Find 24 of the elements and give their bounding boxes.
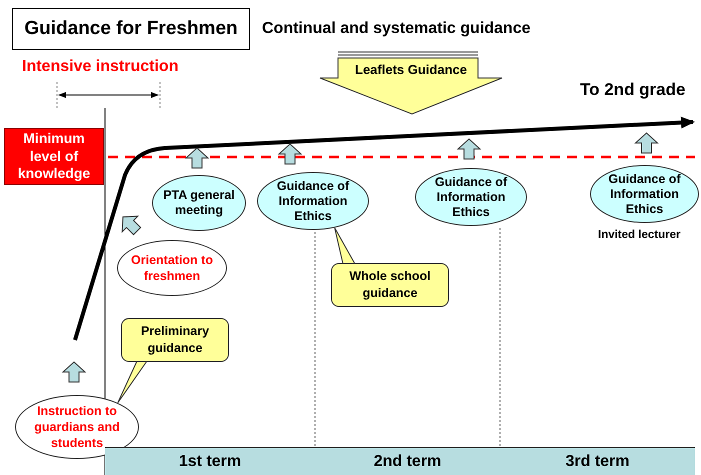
threshold-box: Minimum level of knowledge xyxy=(4,128,104,185)
event-ellipse: PTA general meeting xyxy=(152,175,246,231)
term-band: 3rd term xyxy=(500,447,695,475)
event-ellipse: Instruction to guardians and students xyxy=(15,395,139,459)
block-arrow xyxy=(278,143,302,164)
heading-text: To 2nd grade xyxy=(580,80,686,100)
caption-text: Invited lecturer xyxy=(598,229,680,241)
event-ellipse: Guidance of Information Ethics xyxy=(415,168,527,226)
callout-tail xyxy=(117,360,148,404)
event-ellipse: Guidance of Information Ethics xyxy=(590,165,699,223)
event-ellipse: Guidance of Information Ethics xyxy=(257,172,369,230)
speech-bubble: Whole school guidance xyxy=(331,263,449,307)
term-band: 2nd term xyxy=(315,447,500,475)
event-ellipse: Orientation to freshmen xyxy=(117,240,227,296)
section-heading: Intensive instruction xyxy=(22,58,178,76)
title-box: Guidance for Freshmen xyxy=(12,8,250,50)
callout-tail xyxy=(334,227,356,264)
block-arrow xyxy=(62,361,86,382)
block-arrow xyxy=(634,132,659,154)
block-arrow xyxy=(456,138,482,160)
heading-text: Continual and systematic guidance xyxy=(262,20,530,38)
block-arrow xyxy=(122,216,142,236)
block-arrow xyxy=(184,147,210,168)
term-band: 1st term xyxy=(105,447,315,475)
